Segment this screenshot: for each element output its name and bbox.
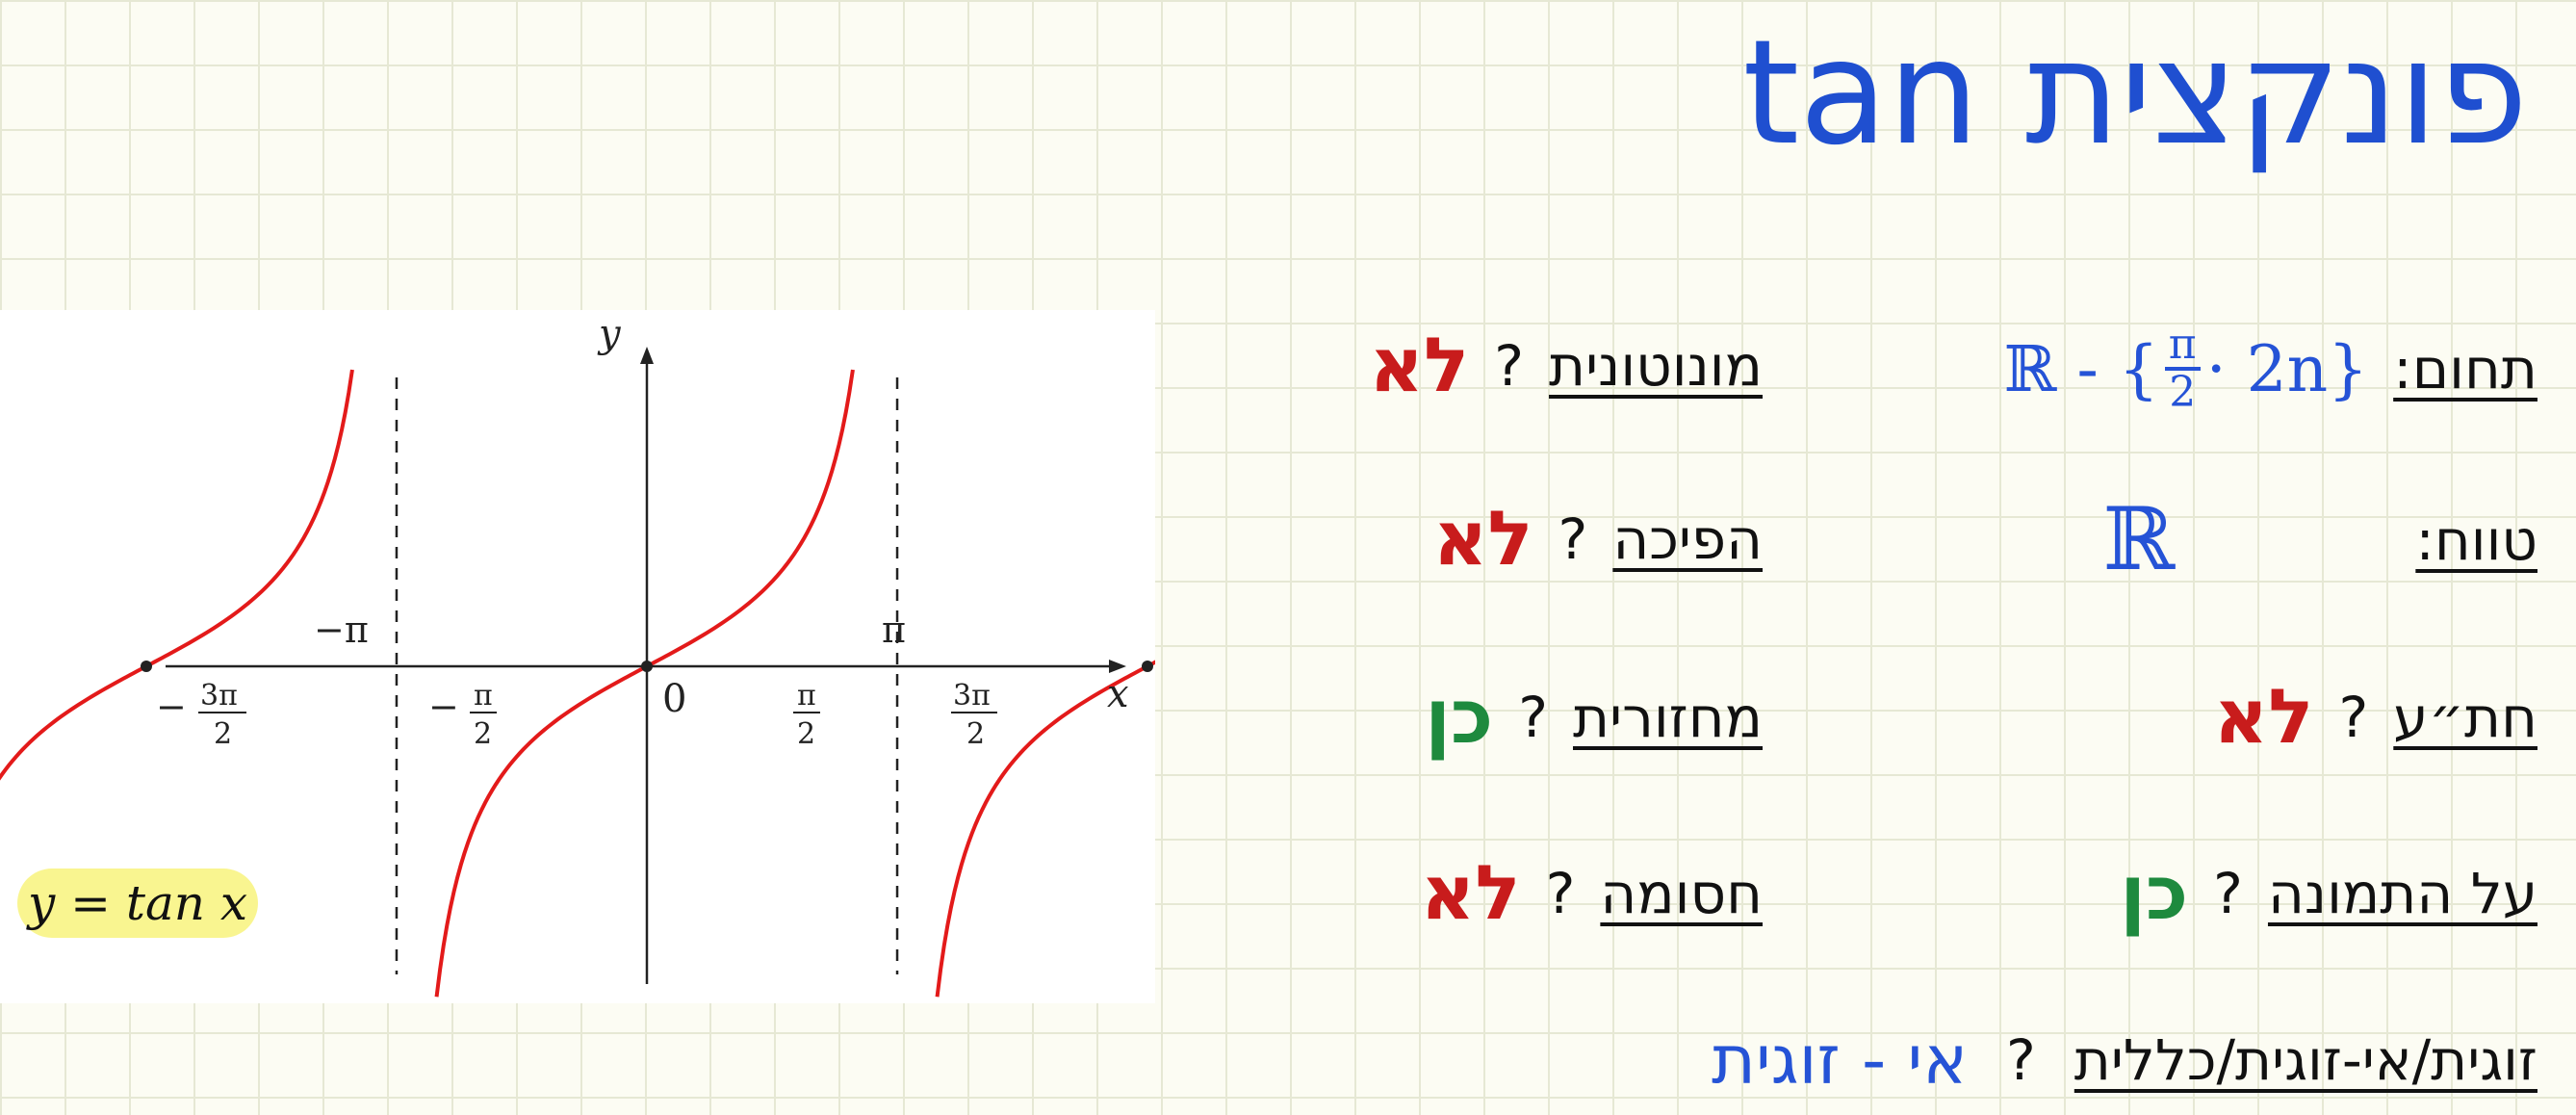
prop-onto: על התמונה ? כן <box>2120 850 2537 937</box>
prop-domain: תחום: ℝ - { π 2 · 2n} <box>2003 322 2537 418</box>
prop-parity-label: זוגית/אי-זוגית/כללית <box>2074 1027 2537 1093</box>
tick-label-3pi2-den: 2 <box>966 717 985 751</box>
prop-onto-label: על התמונה <box>2267 861 2537 926</box>
prop-one-to-one-answer: לא <box>2213 674 2314 761</box>
prop-onto-answer: כן <box>2120 850 2189 937</box>
function-label: y = tan x <box>17 869 258 938</box>
tick-label-neg3pi2-den: 2 <box>214 717 232 751</box>
prop-one-to-one: חת״ע ? לא <box>2214 674 2537 761</box>
prop-invertible-mark: ? <box>1558 506 1588 572</box>
zero-point <box>140 661 152 672</box>
tan-graph-panel: y x − 3π 2 − π 2 0 π 2 3π 2 −π π y = tan… <box>0 310 1155 1003</box>
prop-one-to-one-mark: ? <box>2338 685 2369 750</box>
tick-label-zero: 0 <box>662 677 686 721</box>
prop-periodic-label: מחזורית <box>1573 685 1763 750</box>
prop-invertible: הפיכה ? לא <box>1433 496 1763 583</box>
point-label-neg-pi: −π <box>314 609 369 651</box>
domain-fraction-den: 2 <box>2169 368 2197 418</box>
tan-branch-curve <box>434 369 855 998</box>
tick-label-3pi2-num: 3π <box>953 679 991 713</box>
tick-label-pi2-num: π <box>797 679 816 713</box>
x-axis-arrow <box>1109 660 1126 673</box>
prop-monotonic-label: מונוטונית <box>1549 333 1763 399</box>
prop-periodic-mark: ? <box>1518 685 1548 750</box>
domain-suffix: · 2n} <box>2205 331 2369 406</box>
prop-invertible-answer: לא <box>1432 496 1533 583</box>
prop-periodic: מחזורית ? כן <box>1425 674 1763 761</box>
zero-point <box>641 661 653 672</box>
domain-fraction-num: π <box>2164 322 2201 372</box>
tick-labels: − 3π 2 − π 2 0 π 2 3π 2 −π π <box>156 609 997 751</box>
prop-monotonic-mark: ? <box>1494 333 1525 399</box>
prop-domain-answer: ℝ - { π 2 · 2n} <box>2003 322 2369 418</box>
tick-label-pi2-den: 2 <box>797 717 815 751</box>
prop-one-to-one-label: חת״ע <box>2393 685 2537 750</box>
tick-label-neg3pi2-sign: − <box>156 686 187 728</box>
prop-invertible-label: הפיכה <box>1612 506 1763 572</box>
tick-label-neg3pi2-num: 3π <box>200 679 238 713</box>
prop-range: טווח: ℝ <box>2103 489 2537 590</box>
y-axis-arrow <box>640 347 654 364</box>
prop-monotonic-answer: לא <box>1369 323 1470 409</box>
tick-label-negpi2-sign: − <box>428 686 459 728</box>
prop-monotonic: מונוטונית ? לא <box>1369 323 1763 409</box>
prop-parity-answer: אי - זוגית <box>1711 1021 1968 1100</box>
point-label-pi: π <box>882 609 906 651</box>
prop-range-label: טווח: <box>2415 506 2537 573</box>
domain-fraction: π 2 <box>2164 322 2201 418</box>
zero-point <box>1142 661 1154 672</box>
prop-periodic-answer: כן <box>1425 674 1494 761</box>
y-axis-label: y <box>597 312 622 356</box>
x-axis-label: x <box>1107 672 1129 716</box>
prop-onto-mark: ? <box>2213 861 2243 926</box>
prop-parity: זוגית/אי-זוגית/כללית ? אי - זוגית <box>1712 1021 2537 1100</box>
prop-bounded-mark: ? <box>1545 861 1576 926</box>
tick-label-negpi2-num: π <box>474 679 493 713</box>
prop-bounded-answer: לא <box>1420 850 1521 937</box>
prop-bounded-label: חסומה <box>1600 861 1763 926</box>
page-title: פונקצית tan <box>1742 10 2528 177</box>
prop-domain-label: תחום: <box>2393 336 2537 402</box>
tan-graph: y x − 3π 2 − π 2 0 π 2 3π 2 −π π <box>0 312 1155 998</box>
prop-range-answer: ℝ <box>2102 489 2176 590</box>
domain-prefix: ℝ - { <box>2003 331 2159 406</box>
tick-label-negpi2-den: 2 <box>474 717 492 751</box>
prop-parity-mark: ? <box>2006 1027 2036 1093</box>
prop-bounded: חסומה ? לא <box>1421 850 1763 937</box>
